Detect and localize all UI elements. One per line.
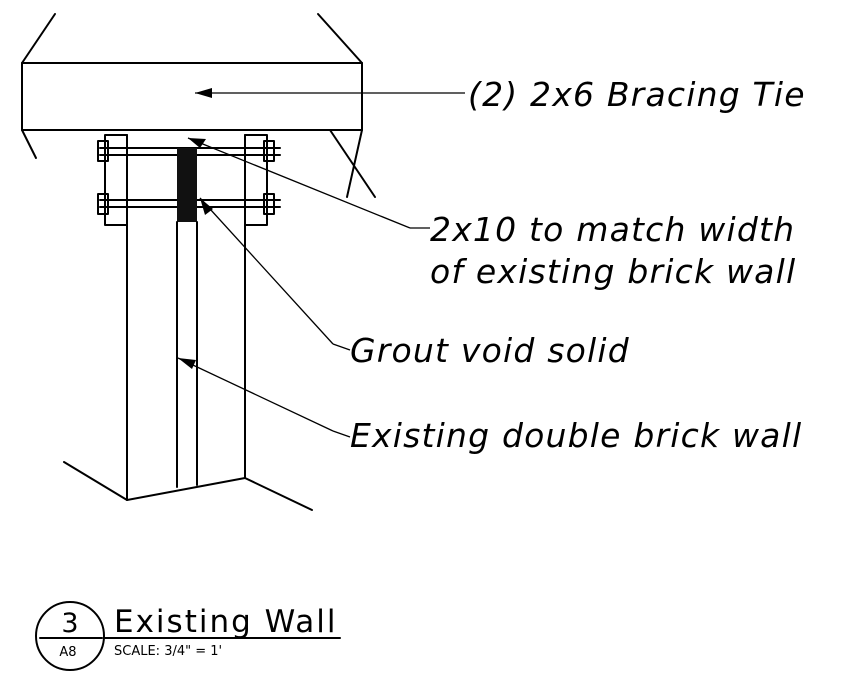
detail-number: 3	[61, 608, 78, 639]
grout-void	[177, 148, 197, 222]
bracing-tie-beam	[21, 13, 376, 198]
leader-lines	[177, 88, 465, 438]
callout-bracing-tie: (2) 2x6 Bracing Tie	[468, 75, 806, 114]
detail-scale: SCALE: 3/4" = 1'	[114, 644, 222, 659]
callout-2x10-line2: of existing brick wall	[430, 252, 796, 291]
detail-title: Existing Wall	[114, 604, 338, 640]
sheet-reference: A8	[59, 645, 76, 660]
callout-existing-wall: Existing double brick wall	[350, 416, 802, 455]
callout-grout: Grout void solid	[350, 331, 630, 370]
detail-bubble	[35, 601, 105, 671]
detail-title-block: 3 A8 Existing Wall SCALE: 3/4" = 1'	[35, 601, 341, 671]
callout-2x10-line1: 2x10 to match width	[430, 210, 795, 249]
brick-wall	[63, 134, 313, 511]
